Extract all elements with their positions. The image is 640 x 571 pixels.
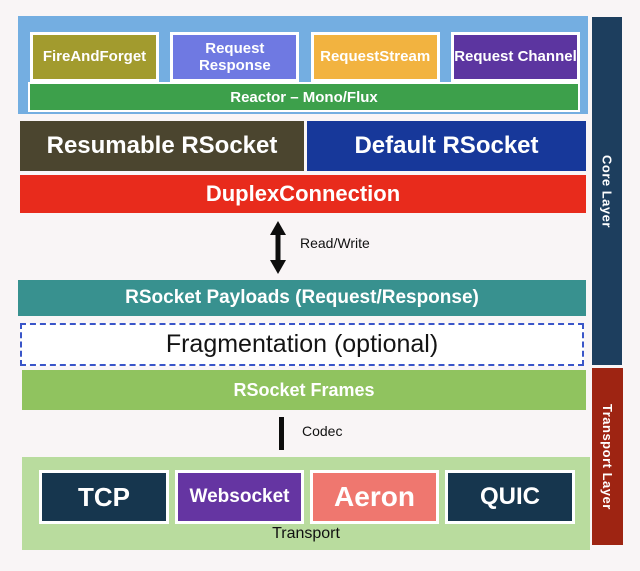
aeron-label: Aeron xyxy=(334,481,415,512)
transport-layer-label: Transport Layer xyxy=(600,403,615,510)
tcp-label: TCP xyxy=(78,481,130,512)
transport-row: TCP Websocket Aeron QUIC xyxy=(39,470,575,524)
request-stream-box: RequestStream xyxy=(310,32,440,82)
core-layer-label: Core Layer xyxy=(599,154,615,228)
quic-label: QUIC xyxy=(480,483,540,510)
rsocket-frames-box: RSocket Frames xyxy=(22,370,586,410)
websocket-label: Websocket xyxy=(189,486,290,507)
duplex-connection-box: DuplexConnection xyxy=(20,175,586,213)
reactor-mono-flux-label: Reactor – Mono/Flux xyxy=(230,88,378,106)
request-channel-box: Request Channel xyxy=(450,32,580,82)
tcp-box: TCP xyxy=(39,470,169,524)
transport-caption: Transport xyxy=(272,525,340,542)
read-write-label: Read/Write xyxy=(300,235,370,251)
reactor-mono-flux-bar: Reactor – Mono/Flux xyxy=(28,82,580,112)
rsocket-payloads-label: RSocket Payloads (Request/Response) xyxy=(125,287,479,308)
rsocket-payloads-box: RSocket Payloads (Request/Response) xyxy=(18,280,586,316)
fragmentation-label: Fragmentation (optional) xyxy=(165,330,439,358)
interaction-models-row: FireAndForget Request Response RequestSt… xyxy=(30,32,580,82)
codec-connector-line-icon xyxy=(279,417,284,450)
transport-layer-bar: Transport Layer xyxy=(592,368,623,545)
codec-label: Codec xyxy=(302,423,343,439)
transport-container: TCP Websocket Aeron QUIC Transport xyxy=(22,457,590,550)
interaction-models-container: FireAndForget Request Response RequestSt… xyxy=(18,16,588,114)
fire-and-forget-label: FireAndForget xyxy=(42,48,147,66)
aeron-box: Aeron xyxy=(310,470,439,524)
websocket-box: Websocket xyxy=(175,470,304,524)
fire-and-forget-box: FireAndForget xyxy=(30,32,159,82)
resumable-rsocket-box: Resumable RSocket xyxy=(20,121,304,171)
read-write-double-arrow-icon xyxy=(269,221,287,274)
rsocket-frames-label: RSocket Frames xyxy=(233,379,375,400)
duplex-connection-label: DuplexConnection xyxy=(205,181,401,206)
fragmentation-box: Fragmentation (optional) xyxy=(20,323,584,366)
default-rsocket-box: Default RSocket xyxy=(307,121,586,171)
default-rsocket-label: Default RSocket xyxy=(354,132,539,159)
request-stream-label: RequestStream xyxy=(320,48,431,66)
request-channel-label: Request Channel xyxy=(454,48,577,66)
request-response-label: Request Response xyxy=(198,39,271,74)
core-layer-bar: Core Layer xyxy=(592,17,622,365)
resumable-rsocket-label: Resumable RSocket xyxy=(46,132,278,159)
request-response-box: Request Response xyxy=(170,32,300,82)
quic-box: QUIC xyxy=(445,470,575,524)
